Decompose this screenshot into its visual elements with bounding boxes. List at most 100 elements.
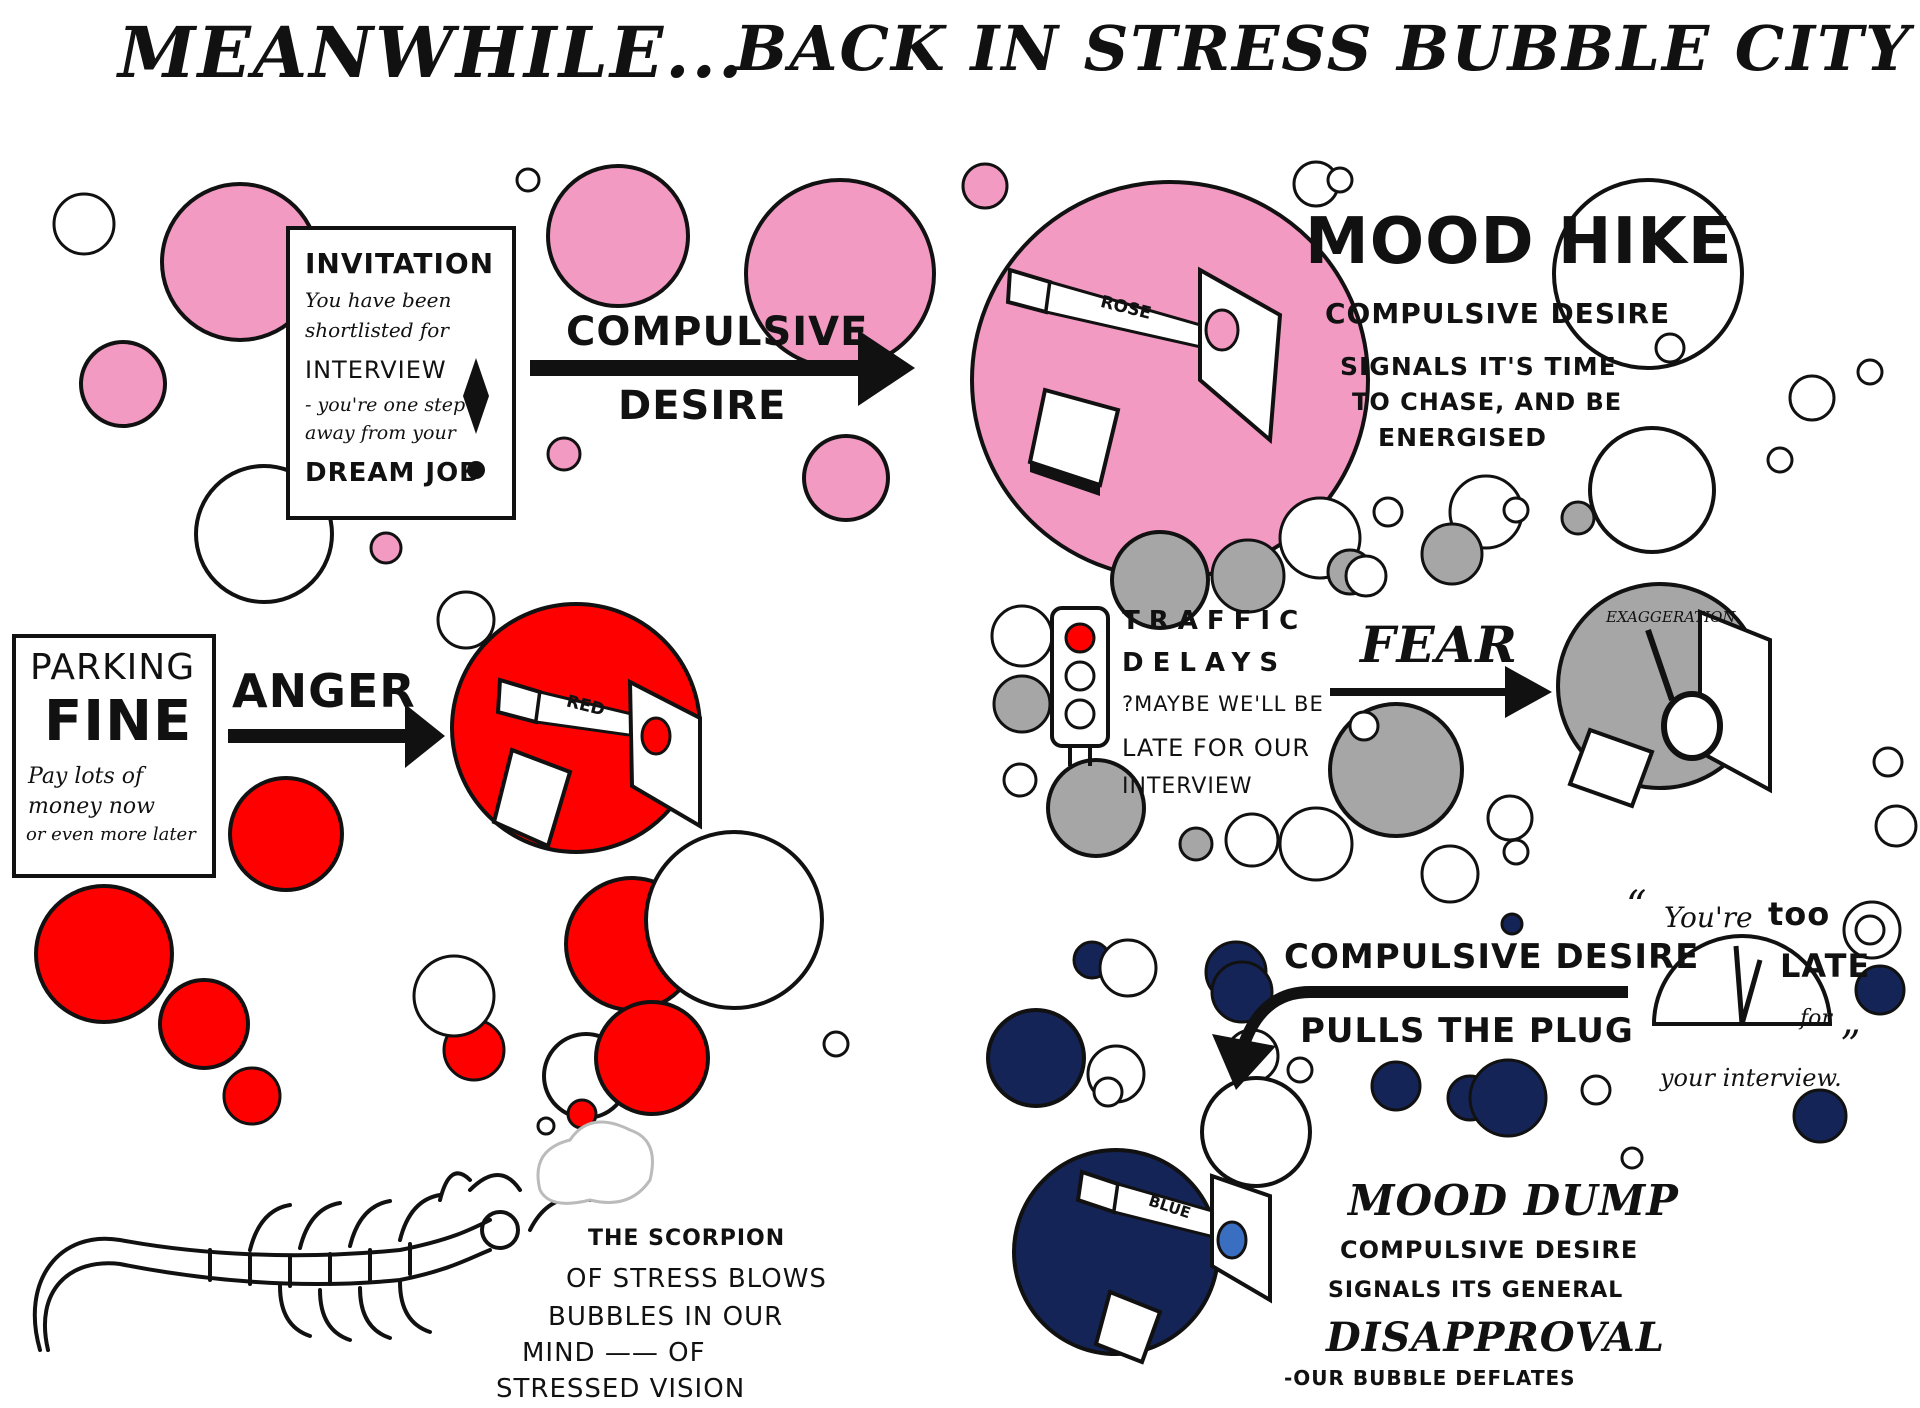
traffic-line-5: INTERVIEW xyxy=(1122,774,1253,799)
invitation-line-3: INTERVIEW xyxy=(305,356,447,384)
bubble xyxy=(1348,710,1380,742)
bubble xyxy=(986,1008,1086,1108)
bubble xyxy=(1178,826,1214,862)
exaggeration-lens-label: EXAGGERATION xyxy=(1606,608,1736,626)
bubble xyxy=(1654,332,1686,364)
bubble xyxy=(1766,446,1794,474)
bubble xyxy=(961,162,1009,210)
mood-hike-title: MOOD HIKE xyxy=(1305,205,1733,279)
bubble xyxy=(822,1030,850,1058)
traffic-line-3: ?MAYBE WE'LL BE xyxy=(1122,692,1324,716)
bubble xyxy=(546,436,582,472)
arrow-label-desire: DESIRE xyxy=(618,383,787,429)
bubble xyxy=(1580,1074,1612,1106)
bubble xyxy=(1872,746,1904,778)
exclamation-dot-icon xyxy=(467,461,485,479)
title-right: BACK IN STRESS BUBBLE CITY xyxy=(735,12,1912,85)
stress-puff-icon xyxy=(536,1120,654,1205)
bubble xyxy=(992,674,1052,734)
traffic-line-4: LATE FOR OUR xyxy=(1122,734,1311,762)
scorpion-line-1: THE SCORPION xyxy=(588,1226,786,1251)
anger-label: ANGER xyxy=(232,664,416,718)
bubble xyxy=(515,167,541,193)
mood-dump-line-1: SIGNALS ITS GENERAL xyxy=(1328,1278,1624,1303)
bubble xyxy=(1370,1060,1422,1112)
quote-line-4: your interview. xyxy=(1660,1064,1842,1092)
magnifier-projector-icon xyxy=(1567,609,1772,809)
blue-projector-icon xyxy=(1075,1169,1272,1365)
parking-card xyxy=(12,634,216,878)
plug-line-1: COMPULSIVE DESIRE xyxy=(1284,937,1700,977)
mood-dump-line-3: -OUR BUBBLE DEFLATES xyxy=(1284,1366,1576,1390)
mood-hike-line-1: SIGNALS IT'S TIME xyxy=(1340,352,1617,381)
bubble xyxy=(1874,804,1918,848)
bubble xyxy=(546,164,690,308)
arrow-head-icon xyxy=(1212,1034,1276,1090)
arrow-label-compulsive: COMPULSIVE xyxy=(566,309,869,355)
bubble xyxy=(644,830,824,1010)
invitation-heading: INVITATION xyxy=(305,247,495,280)
bubble xyxy=(1560,500,1596,536)
parking-note-2: money now xyxy=(28,794,155,819)
invitation-line-6: DREAM JOB xyxy=(305,458,481,488)
bubble xyxy=(1278,806,1354,882)
quote-close-mark: ” xyxy=(1840,1023,1861,1069)
red-projector-icon xyxy=(491,677,702,849)
bubble xyxy=(1224,812,1280,868)
title-left: MEANWHILE... xyxy=(118,11,745,94)
parking-line-2: FINE xyxy=(44,689,193,754)
scorpion-line-2: OF STRESS BLOWS xyxy=(566,1264,827,1294)
bubble xyxy=(1856,358,1884,386)
bubble xyxy=(34,884,174,1024)
bubble xyxy=(1420,844,1480,904)
quote-line-1a: You're xyxy=(1664,901,1753,934)
bubble xyxy=(802,434,890,522)
bubble xyxy=(1620,1146,1644,1170)
mood-hike-line-3: ENERGISED xyxy=(1378,423,1547,452)
arrow-head-icon xyxy=(405,704,445,768)
bubble xyxy=(79,340,167,428)
bubble xyxy=(1098,938,1158,998)
bubble xyxy=(1200,1076,1312,1188)
traffic-light-icon xyxy=(1050,606,1110,766)
invitation-line-4: - you're one step xyxy=(305,394,466,416)
bubble xyxy=(1552,178,1744,370)
bubble xyxy=(228,776,344,892)
bubble xyxy=(1502,496,1530,524)
bubble xyxy=(369,531,403,565)
quote-open-mark: “ xyxy=(1626,883,1647,929)
quote-line-3: for xyxy=(1800,1006,1832,1031)
bubble xyxy=(990,604,1054,668)
parking-note-1: Pay lots of xyxy=(28,764,144,789)
mood-dump-line-2: DISAPPROVAL xyxy=(1326,1314,1665,1361)
exclamation-icon xyxy=(463,358,489,434)
bubble xyxy=(1344,554,1388,598)
scorpion-line-4: MIND —— OF xyxy=(522,1338,706,1368)
bubble xyxy=(536,1116,556,1136)
bubble xyxy=(1486,794,1534,842)
bubble xyxy=(1500,912,1524,936)
mood-dump-title: MOOD DUMP xyxy=(1348,1176,1679,1225)
mood-hike-subtitle: COMPULSIVE DESIRE xyxy=(1325,297,1671,330)
bubble xyxy=(1502,838,1530,866)
parking-note-3: or even more later xyxy=(26,824,196,845)
traffic-line-2: DELAYS xyxy=(1122,648,1288,678)
quote-line-2: LATE xyxy=(1780,947,1871,985)
bubble xyxy=(1286,1056,1314,1084)
bubble xyxy=(1046,758,1146,858)
scorpion-line-3: BUBBLES IN OUR xyxy=(548,1302,784,1332)
bubble xyxy=(1210,538,1286,614)
mood-hike-line-2: TO CHASE, AND BE xyxy=(1352,388,1623,416)
clock-icon xyxy=(1651,934,1833,1026)
bubble xyxy=(412,954,496,1038)
rose-projector-icon xyxy=(1005,266,1283,496)
plug-line-2: PULLS THE PLUG xyxy=(1300,1011,1634,1051)
bubble xyxy=(1854,914,1886,946)
arrow-pulls-the-plug xyxy=(1236,986,1628,1052)
bubble xyxy=(1092,1076,1124,1108)
bubble xyxy=(222,1066,282,1126)
invitation-line-2: shortlisted for xyxy=(305,318,449,342)
parking-line-1: PARKING xyxy=(30,647,196,688)
bubble xyxy=(1468,1058,1548,1138)
bubble xyxy=(1210,960,1274,1024)
